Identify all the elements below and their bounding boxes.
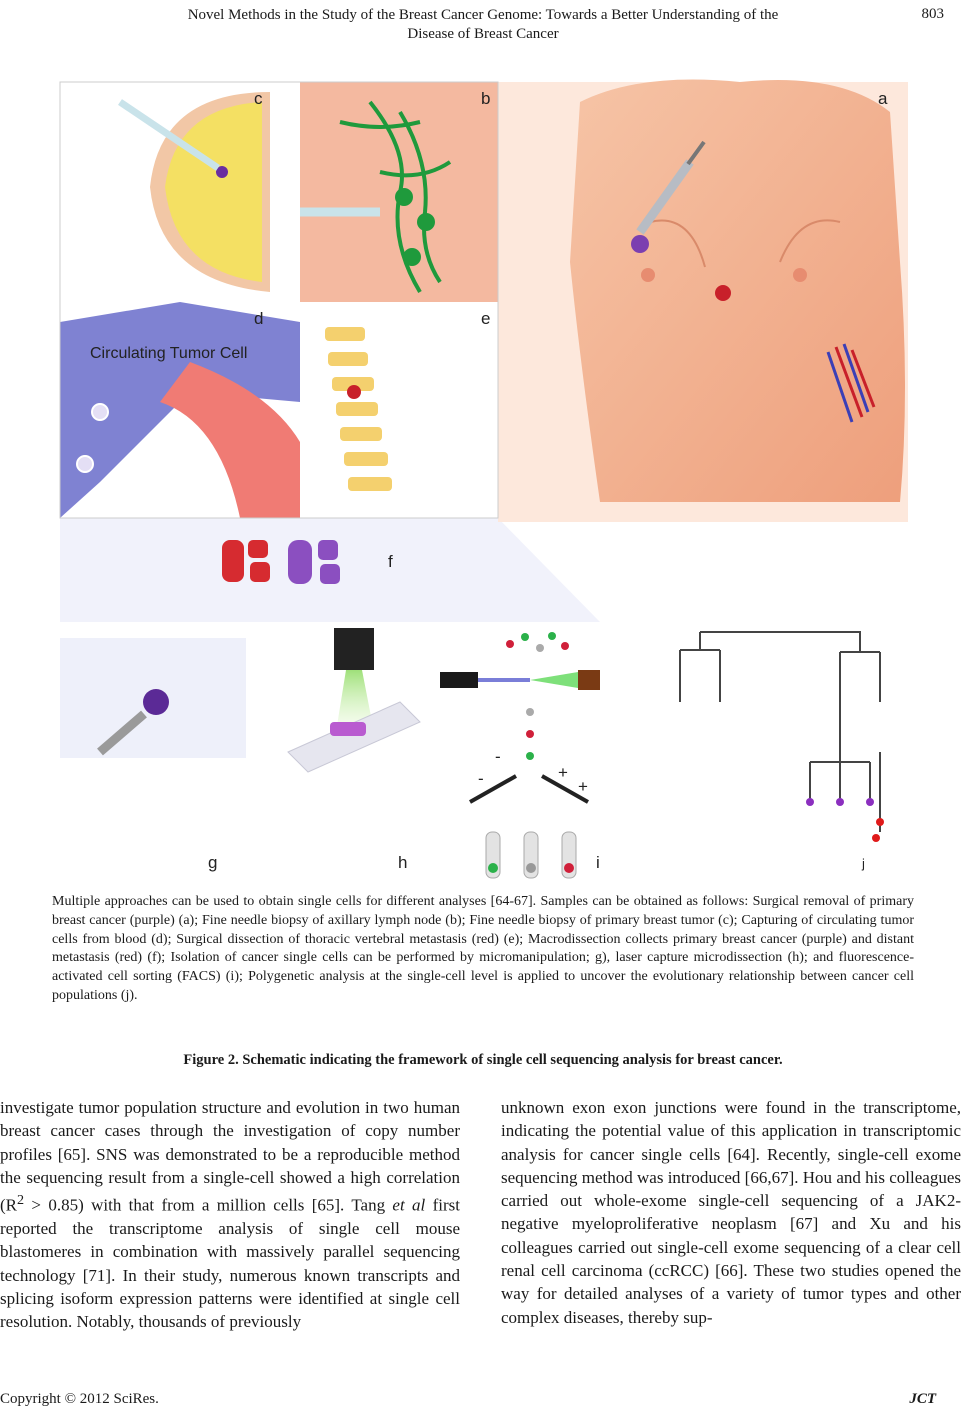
panel-label-b: b [481,89,490,108]
sign-minus-1: - [478,769,484,788]
ctc-label: Circulating Tumor Cell [90,345,247,362]
sign-plus-1: + [558,763,568,782]
body-paragraph-right: unknown exon exon junctions were found i… [501,1098,961,1327]
panel-label-h: h [398,853,407,872]
red-tumor-a [715,285,731,301]
panel-b-axilla: b [285,82,498,302]
body-text-left-2: > 0.85) with that from a million cells [… [24,1195,393,1215]
panel-label-d: d [254,309,263,328]
superscript-2: 2 [17,1192,25,1209]
purple-tumor-a [631,235,649,253]
body-column-right: unknown exon exon junctions were found i… [501,1096,961,1329]
panel-label-j: j [861,856,865,871]
running-title-line1: Novel Methods in the Study of the Breast… [187,7,779,23]
sign-minus-2: - [495,747,501,766]
panel-label-f: f [388,552,393,571]
figure-2: a b c [40,62,920,888]
panel-label-g: g [208,853,217,872]
footer-journal: JCT [909,1391,936,1407]
running-title: Novel Methods in the Study of the Breast… [80,6,886,44]
panel-g-micromanipulation: g [60,638,246,872]
figure-title: Figure 2. Schematic indicating the frame… [183,1052,783,1068]
body-text-left-1: investigate tumor population structure a… [0,1098,460,1215]
panel-j-tree [679,631,884,842]
sign-plus-2: + [578,777,588,796]
running-title-line2: Disease of Breast Cancer [407,26,559,42]
panel-h-lcm: h [287,628,421,872]
italic-et-al: et al [392,1195,426,1215]
page-number: 803 [921,6,945,22]
footer-copyright: Copyright © 2012 SciRes. [0,1391,159,1407]
figure-illustration: a b c [59,79,908,879]
panel-label-i: i [596,853,600,872]
body-paragraph-left: investigate tumor population structure a… [0,1096,460,1334]
panel-label-e: e [481,309,490,328]
panel-d-vessel: Circulating Tumor Cell d [60,302,300,518]
body-text-left-3: first reported the transcriptome analysi… [0,1195,460,1332]
body-column-left: investigate tumor population structure a… [0,1096,460,1334]
panel-a-torso: a [498,79,908,522]
figure-caption: Multiple approaches can be used to obtai… [52,894,914,1003]
panel-e-spine: e [300,302,498,518]
panel-label-a: a [878,89,888,108]
panel-i-facs: - - + + i [440,632,600,879]
panel-f-pieces: f [222,540,393,584]
panel-c-breast: c [60,82,300,302]
panel-label-c: c [254,89,263,108]
